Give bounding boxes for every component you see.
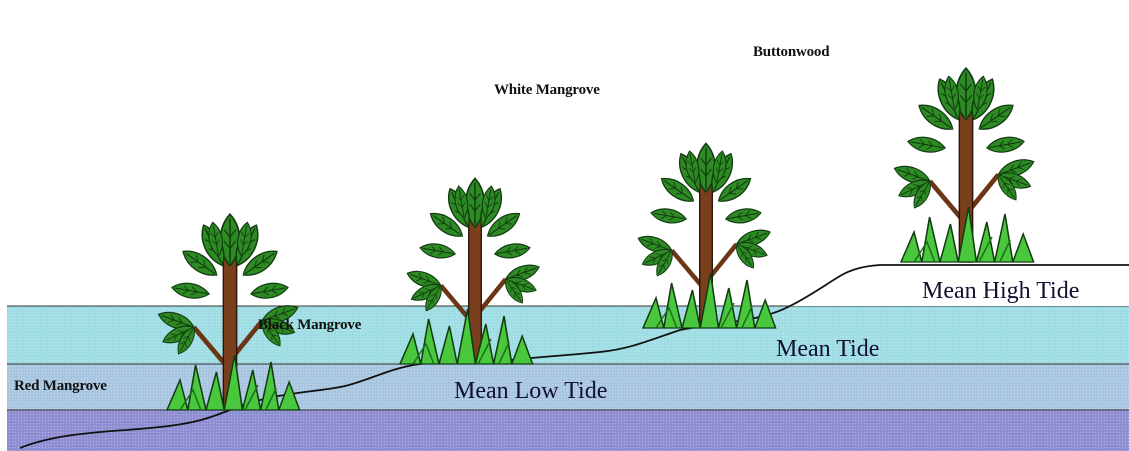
label-mean-high-tide: Mean High Tide [922, 278, 1079, 305]
label-white-mangrove: White Mangrove [494, 82, 600, 99]
label-mean-tide: Mean Tide [776, 336, 879, 363]
label-buttonwood: Buttonwood [753, 44, 829, 61]
label-black-mangrove: Black Mangrove [258, 317, 361, 334]
label-mean-low-tide: Mean Low Tide [454, 378, 607, 405]
white-mangrove-tree [636, 143, 776, 328]
label-red-mangrove: Red Mangrove [14, 378, 107, 395]
buttonwood-tree [892, 68, 1036, 262]
